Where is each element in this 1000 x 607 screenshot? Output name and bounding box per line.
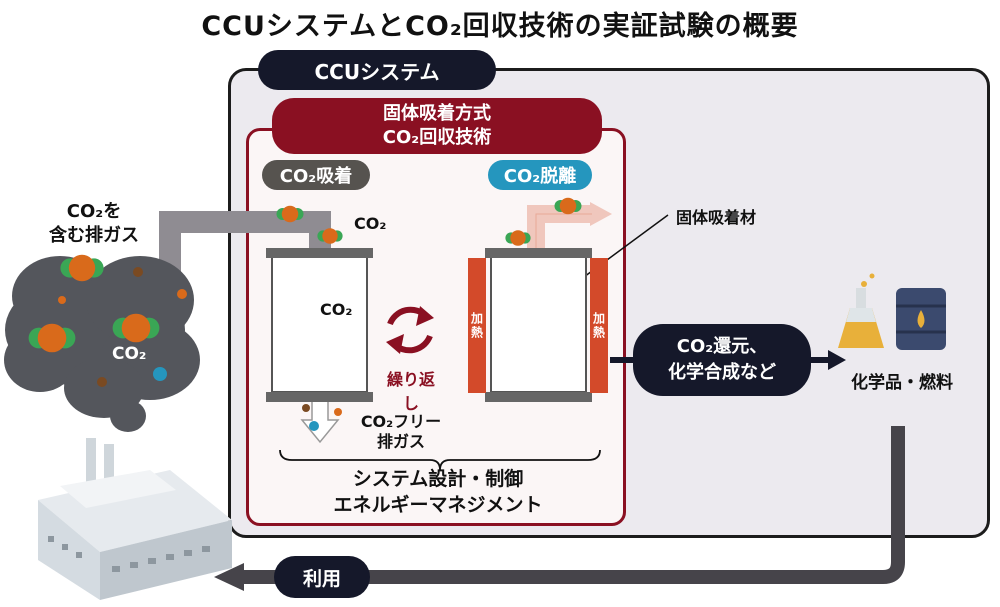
to-products-arrow: [828, 350, 846, 370]
exhaust-pipe: [159, 211, 331, 292]
co2-free-line1: CO₂フリー: [360, 412, 442, 431]
products-label: 化学品・燃料: [851, 373, 953, 393]
co2-label-top: CO₂: [354, 214, 387, 233]
gas-particles: [58, 267, 342, 431]
exhaust-gas-label: CO₂を 含む排ガス: [36, 200, 152, 248]
exhaust-cloud: [4, 256, 200, 432]
co2-free-exhaust-label: CO₂フリー 排ガス: [346, 412, 456, 452]
desorption-column: [490, 253, 587, 393]
use-pill: 利用: [274, 556, 370, 598]
reduction-line1: CO₂還元、: [676, 336, 768, 357]
oil-drum-icon: [896, 288, 946, 350]
adsorption-pill: CO₂吸着: [262, 160, 370, 190]
co2-capture-tech-label: 固体吸着方式 CO₂回収技術: [272, 98, 602, 154]
repeat-cycle-icon: [386, 306, 434, 354]
tech-label-line2: CO₂回収技術: [382, 127, 492, 148]
adsorption-column: [271, 253, 368, 393]
exhaust-label-line1: CO₂を: [66, 201, 122, 222]
co2-label-cloud: CO₂: [112, 344, 147, 364]
co2-free-arrow: [300, 395, 340, 444]
desorption-arrow-head: [590, 202, 612, 226]
page-title: CCUシステムとCO₂回収技術の実証試験の概要: [201, 11, 799, 42]
heater-right: 加熱: [590, 258, 608, 393]
adsorption-column-top-cap: [266, 248, 373, 258]
system-design-line2: エネルギーマネジメント: [333, 494, 543, 516]
repeat-label: 繰り返し: [386, 370, 435, 413]
tech-label-line1: 固体吸着方式: [383, 103, 491, 124]
system-design-line1: システム設計・制御: [352, 468, 524, 490]
return-flow: [240, 426, 905, 584]
return-flow-arrow: [214, 563, 244, 591]
heater-left: 加熱: [468, 258, 486, 393]
exhaust-label-line2: 含む排ガス: [49, 225, 139, 246]
desorption-column-bottom-cap: [485, 392, 592, 402]
reduction-line2: 化学合成など: [668, 362, 776, 383]
desorption-column-top-cap: [485, 248, 592, 258]
factory-icon: [38, 438, 232, 600]
co2-label-column: CO₂: [320, 300, 353, 319]
adsorption-column-bottom-cap: [266, 392, 373, 402]
system-design-brace: [279, 449, 601, 471]
co2-free-line2: 排ガス: [376, 432, 425, 451]
desorption-pill: CO₂脱離: [488, 160, 592, 190]
ccu-system-label: CCUシステム: [258, 50, 496, 90]
system-design-label: システム設計・制御 エネルギーマネジメント: [260, 466, 616, 518]
solid-adsorbent-label: 固体吸着材: [676, 208, 757, 227]
flask-icon: [838, 273, 884, 348]
co2-reduction-pill: CO₂還元、 化学合成など: [633, 324, 811, 396]
